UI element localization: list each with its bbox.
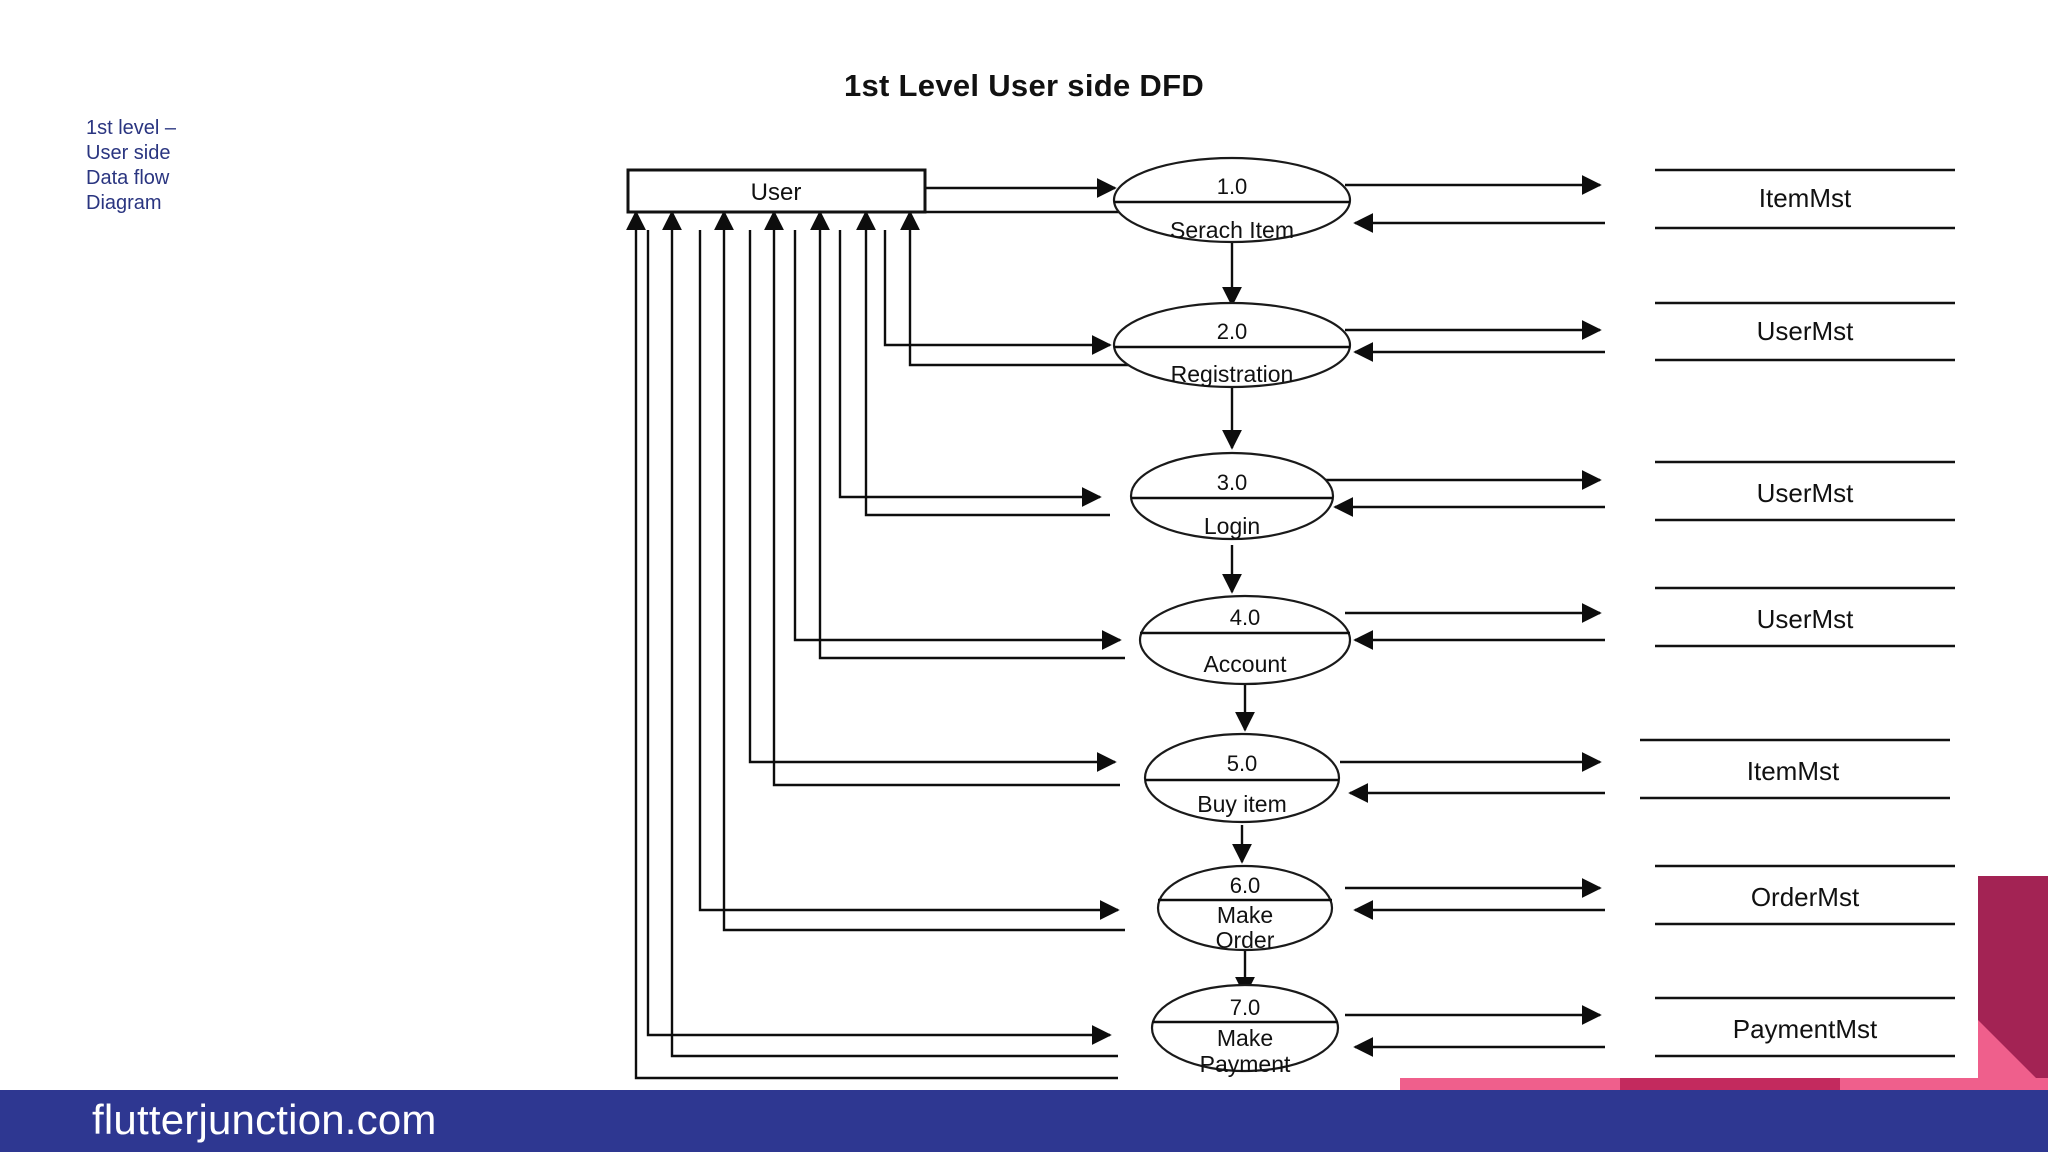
process-4[interactable]: 4.0 Account <box>1138 594 1352 686</box>
process-name-line2: Order <box>1216 927 1275 953</box>
process-7[interactable]: 7.0 Make Payment <box>1150 983 1340 1077</box>
data-store-label: ItemMst <box>1747 756 1840 786</box>
data-store-3: UserMst <box>1655 460 1955 522</box>
flow-process7-store7 <box>1345 1005 1605 1057</box>
flow-process5-to-user <box>764 210 1120 787</box>
data-store-label: UserMst <box>1757 316 1855 346</box>
process-2[interactable]: 2.0 Registration <box>1112 301 1352 389</box>
data-store-label: PaymentMst <box>1733 1014 1878 1044</box>
flow-process-chain <box>1222 243 1255 997</box>
flow-process2-store2 <box>1345 320 1605 362</box>
flow-user-to-process4 <box>793 230 1122 650</box>
process-name: Make <box>1217 1025 1273 1051</box>
data-store-4: UserMst <box>1655 586 1955 648</box>
process-number: 3.0 <box>1217 470 1248 495</box>
process-number: 6.0 <box>1230 873 1261 898</box>
data-store-5: ItemMst <box>1640 738 1950 800</box>
flow-process4-store4 <box>1345 603 1605 650</box>
process-6[interactable]: 6.0 Make Order <box>1156 864 1334 953</box>
process-number: 4.0 <box>1230 605 1261 630</box>
flow-user-to-process5 <box>748 230 1117 772</box>
process-name-line2: Payment <box>1200 1051 1291 1077</box>
process-number: 1.0 <box>1217 174 1248 199</box>
process-number: 5.0 <box>1227 751 1258 776</box>
data-store-label: ItemMst <box>1759 183 1852 213</box>
data-store-label: UserMst <box>1757 478 1855 508</box>
footer-bar: flutterjunction.com <box>0 1090 2048 1152</box>
external-entity-user[interactable]: User <box>626 168 927 214</box>
flow-user-to-process3 <box>838 230 1102 507</box>
flow-user-to-process6 <box>698 230 1120 920</box>
data-store-label: UserMst <box>1757 604 1855 634</box>
flow-process3-to-user <box>856 210 1110 517</box>
process-name: Serach Item <box>1170 217 1294 243</box>
process-5[interactable]: 5.0 Buy item <box>1143 732 1341 824</box>
data-store-6: OrderMst <box>1655 864 1955 926</box>
flow-user-to-process7 <box>646 230 1112 1045</box>
process-name: Account <box>1203 651 1287 677</box>
flow-user-process1 <box>925 178 1120 214</box>
process-1[interactable]: 1.0 Serach Item <box>1112 156 1352 244</box>
process-number: 2.0 <box>1217 319 1248 344</box>
flow-process3-store3 <box>1325 470 1605 517</box>
flow-process6-to-user <box>714 210 1125 932</box>
process-name: Buy item <box>1197 791 1286 817</box>
flow-process4-to-user <box>810 210 1125 660</box>
process-number: 7.0 <box>1230 995 1261 1020</box>
page-title: 1st Level User side DFD <box>843 68 1205 103</box>
flow-process6-store6 <box>1345 878 1605 920</box>
footer-brand-text: flutterjunction.com <box>92 1096 437 1144</box>
process-name: Make <box>1217 902 1273 928</box>
data-store-1: ItemMst <box>1655 168 1955 230</box>
flow-user-to-process2 <box>883 230 1112 355</box>
flow-process1-to-user <box>626 210 1118 1080</box>
process-3[interactable]: 3.0 Login <box>1129 451 1335 541</box>
process-name: Login <box>1204 513 1260 539</box>
flow-process5-store5 <box>1340 752 1605 803</box>
flow-process7-to-user <box>662 210 1118 1058</box>
data-store-7: PaymentMst <box>1655 996 1955 1058</box>
data-store-label: OrderMst <box>1751 882 1860 912</box>
process-name: Registration <box>1171 361 1294 387</box>
side-caption: 1st level – User side Data flow Diagram <box>86 117 177 214</box>
flow-process1-store1 <box>1345 175 1605 233</box>
flow-process2-to-user <box>900 210 1130 367</box>
external-entity-label: User <box>751 179 802 206</box>
data-store-2: UserMst <box>1655 301 1955 362</box>
